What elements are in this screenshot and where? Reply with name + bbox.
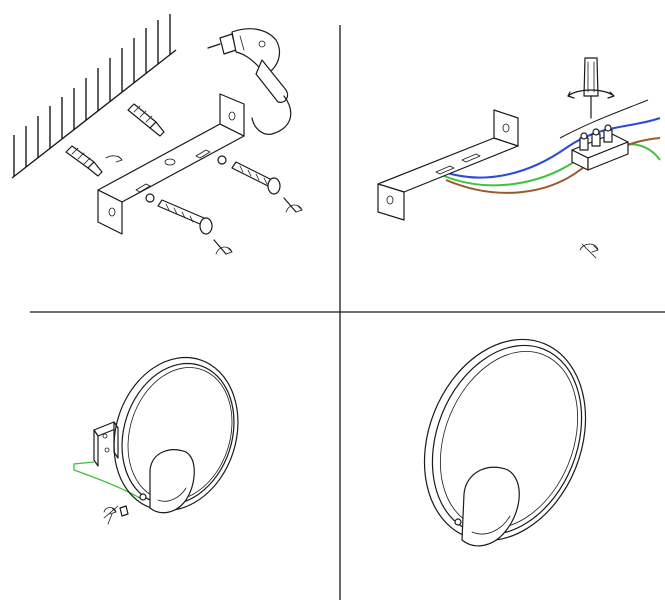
panel-4-finished-lamp bbox=[423, 338, 587, 547]
panel-3-attach-lamp bbox=[73, 356, 239, 525]
ring-lamp-4 bbox=[423, 338, 587, 547]
wire-blue bbox=[443, 117, 661, 179]
wall-hatching bbox=[11, 14, 177, 179]
panel-dividers bbox=[30, 25, 665, 600]
mounting-bracket-1 bbox=[97, 93, 245, 235]
screw-lower bbox=[145, 193, 213, 235]
wall-plug-upper bbox=[127, 103, 165, 137]
mounting-bracket-2 bbox=[377, 109, 519, 221]
terminal-block bbox=[571, 124, 629, 171]
wire-brown bbox=[445, 137, 661, 194]
panel-1-drill-and-mount bbox=[11, 14, 303, 255]
wall-plug-lower bbox=[65, 145, 123, 177]
fixing-screw bbox=[103, 505, 129, 525]
drill-icon bbox=[207, 28, 292, 135]
panel-2-wiring bbox=[377, 57, 661, 259]
green-wire bbox=[73, 461, 141, 499]
screwdriver-rotation-arrow-lower bbox=[213, 239, 233, 255]
ring-lamp-3 bbox=[113, 356, 239, 514]
screwdriver-icon bbox=[567, 57, 615, 119]
screw-right bbox=[217, 155, 281, 195]
rotation-arrow-small bbox=[579, 243, 599, 259]
screwdriver-rotation-arrow-right bbox=[283, 197, 303, 213]
